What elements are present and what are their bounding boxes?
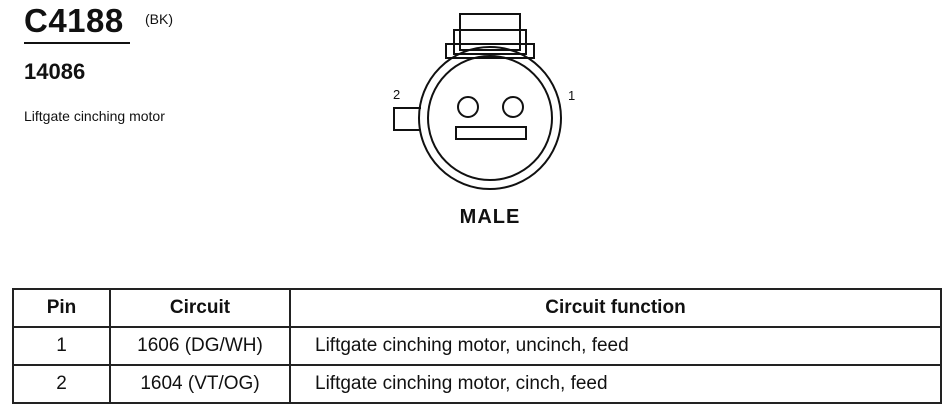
connector-id: C4188 <box>24 2 124 39</box>
connector-side-key <box>393 107 421 131</box>
table-row: 2 1604 (VT/OG) Liftgate cinching motor, … <box>12 364 942 404</box>
connector-key-slot <box>455 126 527 140</box>
pin-cell: 1 <box>12 326 111 366</box>
connector-diagram: 2 1 <box>393 13 575 190</box>
connector-housing-outer <box>418 46 562 190</box>
pin-cavity-1 <box>502 96 524 118</box>
table-row: 1 1606 (DG/WH) Liftgate cinching motor, … <box>12 326 942 366</box>
connector-latch-outer <box>459 13 521 51</box>
connector-latch-lip <box>445 43 535 59</box>
column-header-pin: Pin <box>12 288 111 328</box>
circuit-function-cell: Liftgate cinching motor, cinch, feed <box>289 364 942 404</box>
column-header-circuit-function: Circuit function <box>289 288 942 328</box>
pin-label-2: 2 <box>393 87 400 102</box>
connector-housing-inner <box>427 55 553 181</box>
circuit-cell: 1604 (VT/OG) <box>109 364 291 404</box>
connector-latch-inner <box>453 29 527 55</box>
column-header-circuit: Circuit <box>109 288 291 328</box>
table-header-row: Pin Circuit Circuit function <box>12 288 942 328</box>
pin-table: Pin Circuit Circuit function 1 1606 (DG/… <box>12 288 942 404</box>
connector-description: Liftgate cinching motor <box>24 108 165 124</box>
part-number: 14086 <box>24 59 86 84</box>
header-underline <box>24 42 130 44</box>
pin-label-1: 1 <box>568 88 575 103</box>
circuit-cell: 1606 (DG/WH) <box>109 326 291 366</box>
connector-gender-label: MALE <box>459 206 521 228</box>
circuit-function-cell: Liftgate cinching motor, uncinch, feed <box>289 326 942 366</box>
pin-cell: 2 <box>12 364 111 404</box>
connector-color-code: (BK) <box>145 11 173 27</box>
pin-cavity-2 <box>457 96 479 118</box>
